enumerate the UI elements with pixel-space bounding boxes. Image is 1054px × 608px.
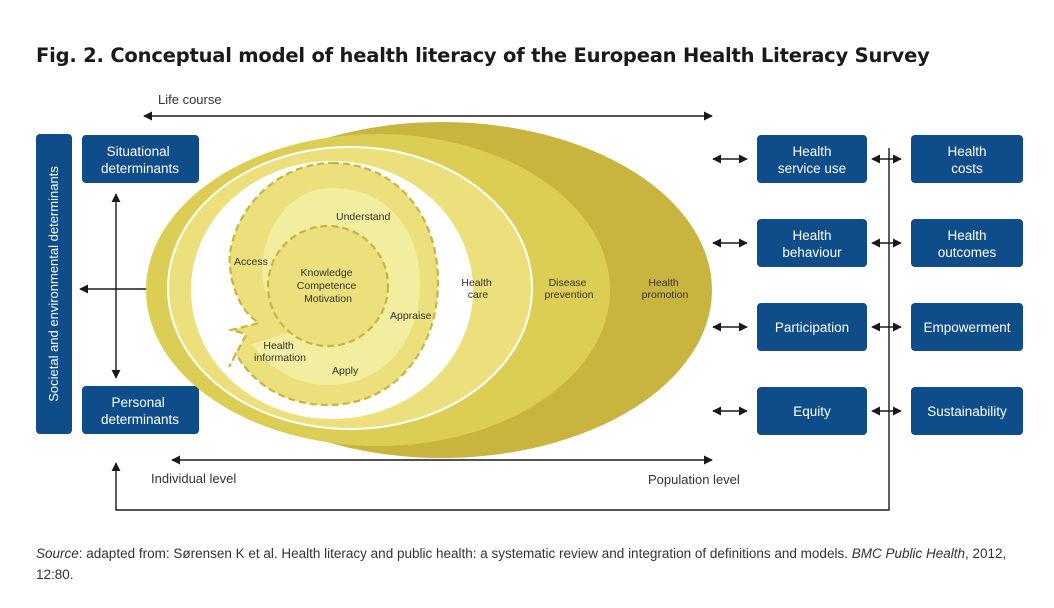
health-costs-box [911,135,1023,183]
source-journal: BMC Public Health [851,546,965,561]
disease-prevention-label: Disease prevention [544,277,593,301]
health-outcomes-box [911,219,1023,267]
figure-title: Fig. 2. Conceptual model of health liter… [36,44,930,67]
individual-level-label: Individual level [151,471,236,486]
situational-determinants-box [82,135,199,183]
life-course-label: Life course [158,92,222,107]
empowerment-label: Empowerment [923,320,1010,335]
situational-determinants-label: Situational determinants [101,144,179,176]
population-level-label: Population level [648,472,740,487]
understand-label: Understand [336,211,390,223]
knowledge-core-circle [266,224,390,348]
access-label: Access [234,256,268,268]
source-citation: , 2012, 12:80. [36,546,1007,582]
health-service-use-box [757,135,867,183]
appraise-label: Appraise [390,310,432,322]
participation-box [757,303,867,351]
health-care-label: Health care [461,277,494,301]
personal-determinants-label: Personal determinants [101,395,179,427]
societal-determinants-box [36,134,72,434]
sustainability-label: Sustainability [927,404,1007,419]
empowerment-box [911,303,1023,351]
equity-box [757,387,867,435]
source-label: Source [36,546,79,561]
sustainability-box [911,387,1023,435]
health-information-label: Health information [254,340,306,364]
knowledge-core-label: Knowledge Competence Motivation [297,267,359,305]
health-behaviour-box [757,219,867,267]
apply-label: Apply [332,365,359,377]
personal-determinants-box [82,386,199,434]
health-promotion-label: Health promotion [642,277,689,301]
societal-determinants-label: Societal and environmental determinants [46,166,61,402]
equity-label: Equity [793,404,831,419]
source-note: Source: adapted from: Sørensen K et al. … [36,543,1026,585]
participation-label: Participation [775,320,849,335]
source-text: : adapted from: Sørensen K et al. Health… [78,546,852,561]
health-literacy-diagram: Life course Societal and environmental d… [36,92,1023,511]
